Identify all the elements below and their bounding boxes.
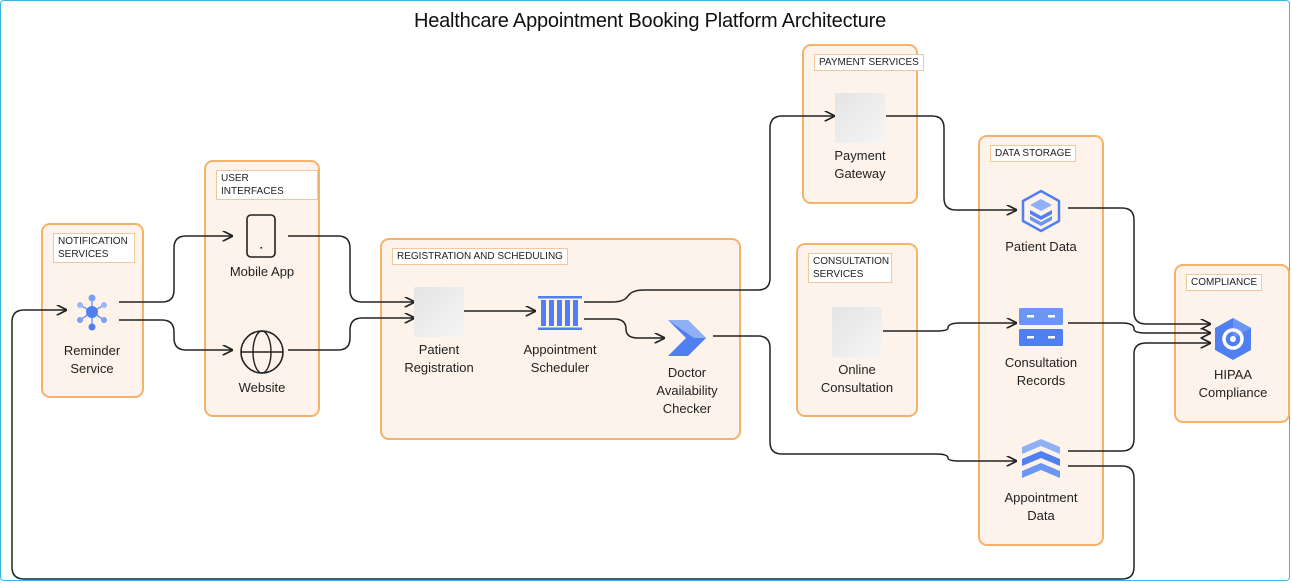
label-mobile-app: Mobile App: [229, 264, 295, 279]
group-label-data-storage: DATA STORAGE: [990, 145, 1077, 162]
node-appointment-data[interactable]: Appointment Data: [996, 489, 1086, 525]
wire-doctor-to-appointment-data: [713, 335, 1016, 461]
wire-reminder-to-mobile: [119, 236, 232, 303]
shield-gear-icon: [1215, 318, 1251, 360]
patient-registration-image-placeholder: [414, 287, 464, 337]
node-hipaa-compliance[interactable]: HIPAA Compliance: [1186, 366, 1280, 402]
group-label-notification: NOTIFICATION SERVICES: [53, 233, 135, 263]
group-label-user-interfaces: USER INTERFACES: [216, 170, 318, 200]
wire-payment-to-patient-data: [886, 115, 1016, 210]
label-patient-data: Patient Data: [1005, 239, 1077, 254]
group-label-consultation: CONSULTATION SERVICES: [808, 253, 892, 283]
group-consultation-services: CONSULTATION SERVICES: [796, 243, 918, 417]
wire-records-to-hipaa: [1068, 322, 1210, 333]
label-consultation-records: Consultation Records: [1004, 355, 1078, 388]
label-reminder-service: Reminder Service: [63, 343, 121, 376]
hexagon-stack-icon: [1021, 189, 1061, 233]
node-website[interactable]: Website: [212, 379, 312, 397]
online-consultation-image-placeholder: [832, 307, 882, 357]
group-user-interfaces: USER INTERFACES: [204, 160, 320, 417]
label-website: Website: [238, 380, 286, 395]
group-label-registration: REGISTRATION AND SCHEDULING: [392, 248, 568, 265]
node-patient-data[interactable]: Patient Data: [996, 238, 1086, 256]
chevron-arrow-icon: [668, 320, 706, 356]
wire-website-to-registration: [288, 318, 414, 351]
label-online-consultation: Online Consultation: [820, 362, 894, 395]
wire-mobile-to-registration: [288, 235, 414, 302]
group-registration-scheduling: REGISTRATION AND SCHEDULING: [380, 238, 741, 440]
chevron-stack-icon: [1022, 439, 1060, 478]
wire-appointment-data-to-hipaa: [1068, 343, 1210, 452]
node-reminder-service[interactable]: Reminder Service: [50, 342, 134, 378]
wire-scheduler-to-doctor: [584, 318, 664, 338]
node-appointment-scheduler[interactable]: Appointment Scheduler: [512, 341, 608, 377]
hub-nodes-icon: [77, 294, 107, 331]
label-payment-gateway: Payment Gateway: [834, 148, 886, 181]
server-icon: [1019, 308, 1063, 346]
wire-scheduler-to-payment: [584, 116, 834, 303]
label-patient-registration: Patient Registration: [404, 342, 474, 375]
node-payment-gateway[interactable]: Payment Gateway: [815, 147, 905, 183]
label-doctor-availability-checker: Doctor Availability Checker: [656, 365, 718, 416]
wire-reminder-to-website: [119, 319, 232, 350]
group-label-payment: PAYMENT SERVICES: [814, 54, 924, 71]
node-patient-registration[interactable]: Patient Registration: [395, 341, 483, 377]
group-label-compliance: COMPLIANCE: [1186, 274, 1263, 291]
wire-consultation-to-records: [883, 323, 1016, 332]
payment-gateway-image-placeholder: [835, 93, 885, 143]
node-consultation-records[interactable]: Consultation Records: [992, 354, 1090, 390]
wire-patient-data-to-hipaa: [1068, 207, 1210, 324]
label-hipaa-compliance: HIPAA Compliance: [1198, 367, 1268, 400]
node-mobile-app[interactable]: Mobile App: [212, 263, 312, 281]
queue-bars-icon: [538, 296, 582, 330]
wire-appointment-data-to-reminder: [11, 310, 1135, 580]
diagram-title: Healthcare Appointment Booking Platform …: [413, 10, 887, 32]
smartphone-icon: [246, 214, 276, 258]
label-appointment-data: Appointment Data: [1004, 490, 1078, 523]
node-doctor-availability-checker[interactable]: Doctor Availability Checker: [637, 364, 737, 418]
globe-icon: [240, 330, 284, 374]
node-online-consultation[interactable]: Online Consultation: [812, 361, 902, 397]
label-appointment-scheduler: Appointment Scheduler: [523, 342, 597, 375]
